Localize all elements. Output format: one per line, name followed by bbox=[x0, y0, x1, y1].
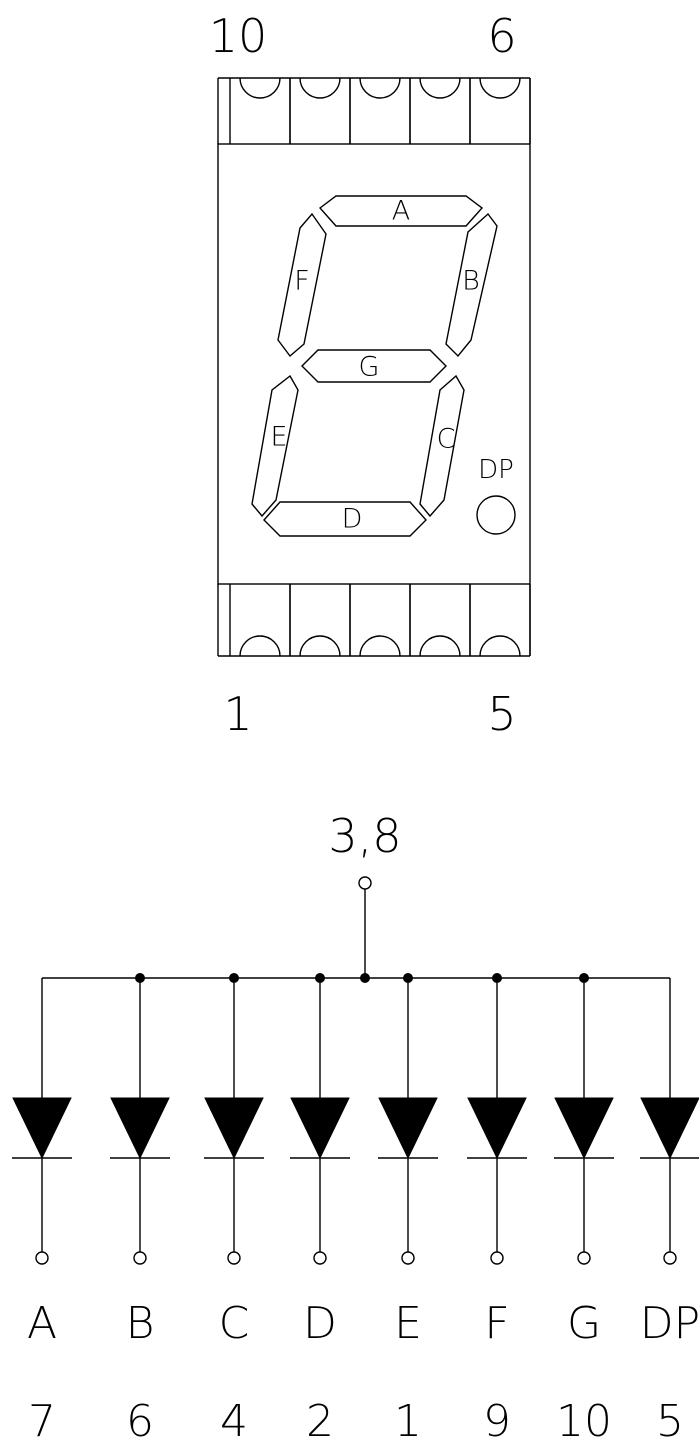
segment-c bbox=[419, 374, 465, 518]
top-pin-notch bbox=[239, 77, 281, 99]
output-e-pin-number: 1 bbox=[394, 1396, 422, 1446]
output-b-terminal bbox=[133, 1251, 147, 1265]
output-c-label: C bbox=[219, 1298, 250, 1349]
diode-c-symbol bbox=[204, 1097, 264, 1160]
bus-junction-e bbox=[403, 973, 413, 983]
diode-d-symbol bbox=[290, 1097, 350, 1160]
pin-label-top-left: 10 bbox=[209, 9, 268, 63]
output-c-terminal bbox=[227, 1251, 241, 1265]
segment-b bbox=[445, 212, 498, 358]
circuit-schematic: 3,8 A 7 B 6 C 4 D 2 E 1 F 9 G 10 DP 5 bbox=[12, 809, 699, 1446]
common-pin-label: 3,8 bbox=[328, 809, 401, 863]
bus-junction-g bbox=[579, 973, 589, 983]
output-f-pin-number: 9 bbox=[483, 1396, 511, 1446]
bus-junction-f bbox=[492, 973, 502, 983]
diode-g-symbol bbox=[554, 1097, 614, 1160]
bus-junction-b bbox=[135, 973, 145, 983]
segment-d-label: D bbox=[342, 504, 363, 535]
top-pin-notch bbox=[299, 77, 341, 99]
top-pin-notch bbox=[419, 77, 461, 99]
bottom-pin-notch bbox=[299, 635, 341, 657]
segment-f bbox=[277, 212, 327, 358]
output-d-label: D bbox=[303, 1298, 337, 1349]
bottom-pin-notch bbox=[419, 635, 461, 657]
segment-a bbox=[318, 195, 484, 227]
diode-b-symbol bbox=[110, 1097, 170, 1160]
pin-label-bottom-right: 5 bbox=[487, 687, 516, 741]
output-a-label: A bbox=[27, 1298, 57, 1349]
output-d-terminal bbox=[313, 1251, 327, 1265]
output-dp-pin-number: 5 bbox=[656, 1396, 684, 1446]
segment-a-label: A bbox=[392, 196, 410, 227]
segment-d bbox=[263, 501, 427, 537]
output-c-pin-number: 4 bbox=[220, 1396, 248, 1446]
output-g-label: G bbox=[567, 1298, 601, 1349]
output-g-terminal bbox=[577, 1251, 591, 1265]
display-package: 10 6 1 5 A B F G E C D DP bbox=[209, 9, 531, 741]
output-e-terminal bbox=[401, 1251, 415, 1265]
segment-c-label: C bbox=[437, 424, 456, 455]
output-f-terminal bbox=[490, 1251, 504, 1265]
decimal-point bbox=[476, 495, 516, 535]
bottom-pin-notch bbox=[239, 635, 281, 657]
diode-dp-symbol bbox=[640, 1097, 699, 1160]
top-pin-notch bbox=[479, 77, 521, 99]
dp-label: DP bbox=[478, 455, 514, 485]
output-a-pin-number: 7 bbox=[28, 1396, 56, 1446]
output-g-pin-number: 10 bbox=[556, 1396, 612, 1446]
pin-label-top-right: 6 bbox=[487, 9, 516, 63]
diode-f-symbol bbox=[467, 1097, 527, 1160]
segment-e bbox=[251, 374, 299, 518]
bottom-pin-notch bbox=[359, 635, 401, 657]
output-b-pin-number: 6 bbox=[126, 1396, 154, 1446]
diode-e-symbol bbox=[378, 1097, 438, 1160]
diode-a-symbol bbox=[12, 1097, 72, 1160]
segment-e-label: E bbox=[270, 422, 287, 453]
segment-f-label: F bbox=[294, 266, 310, 297]
bottom-pin-notch bbox=[479, 635, 521, 657]
output-dp-label: DP bbox=[640, 1298, 699, 1349]
output-a-terminal bbox=[35, 1251, 49, 1265]
bottom-pin-strip bbox=[217, 584, 531, 657]
common-pin-terminal bbox=[358, 876, 372, 890]
output-f-label: F bbox=[484, 1298, 509, 1349]
top-pin-strip bbox=[217, 77, 531, 144]
segment-g bbox=[301, 349, 447, 383]
output-d-pin-number: 2 bbox=[306, 1396, 334, 1446]
bus-junction-d bbox=[315, 973, 325, 983]
diode-array: A 7 B 6 C 4 D 2 E 1 F 9 G 10 DP 5 bbox=[12, 973, 699, 1446]
output-e-label: E bbox=[394, 1298, 422, 1349]
output-b-label: B bbox=[126, 1298, 155, 1349]
output-dp-terminal bbox=[663, 1251, 677, 1265]
segment-g-label: G bbox=[359, 352, 380, 383]
top-pin-notch bbox=[359, 77, 401, 99]
package-body bbox=[217, 143, 531, 585]
pin-label-bottom-left: 1 bbox=[223, 687, 252, 741]
segment-b-label: B bbox=[462, 266, 480, 297]
bus-junction-c bbox=[229, 973, 239, 983]
